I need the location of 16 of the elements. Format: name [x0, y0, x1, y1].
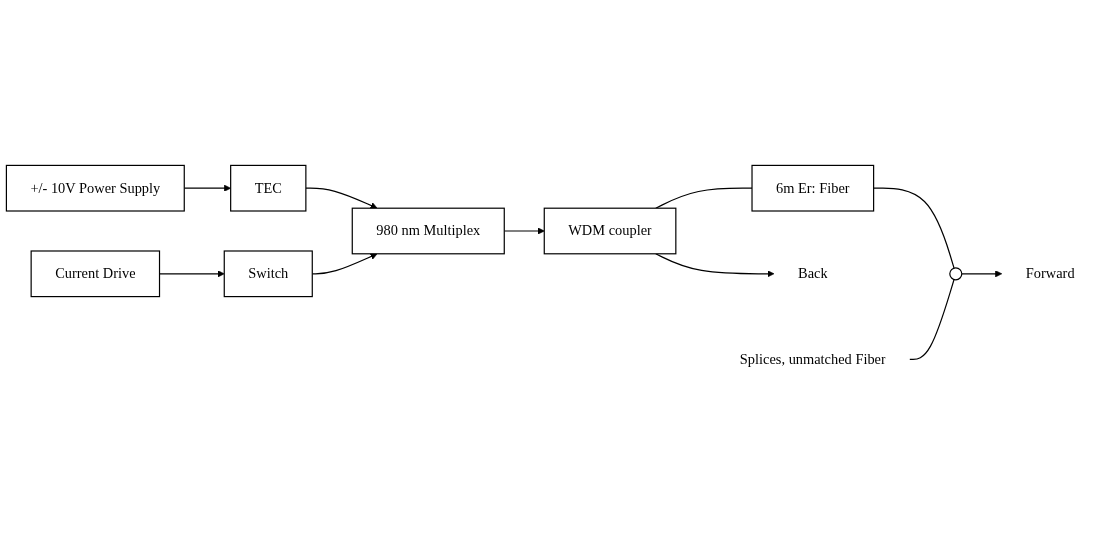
node-box: 980 nm Multiplex	[351, 207, 505, 255]
node-box: +/- 10V Power Supply	[5, 165, 185, 212]
node-box: Current Drive	[30, 250, 161, 298]
arrow	[961, 270, 1003, 278]
connector	[655, 187, 753, 209]
arrow	[305, 187, 378, 210]
connector	[909, 279, 955, 361]
connector	[873, 187, 955, 269]
node-text: Splices, unmatched Fiber	[739, 351, 886, 368]
node-box: WDM coupler	[543, 207, 677, 255]
node-cross	[949, 267, 963, 281]
node-text: Back	[798, 265, 828, 282]
node-box: TEC	[230, 165, 307, 212]
node-box: Switch	[223, 250, 313, 298]
node-text: Forward	[1025, 265, 1075, 282]
node-box: 6m Er: Fiber	[751, 165, 875, 212]
